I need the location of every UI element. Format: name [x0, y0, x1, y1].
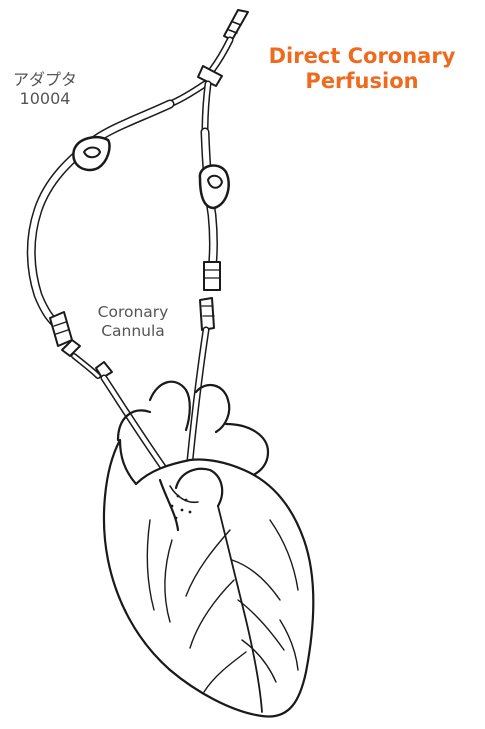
cannula-label: Coronary Cannula	[78, 303, 188, 340]
adapter-label-line-2: 10004	[0, 89, 90, 108]
right-clamp-icon	[200, 165, 229, 208]
adapter-label-line-1: アダプタ	[0, 70, 90, 89]
coronary-cannula-right	[190, 298, 214, 460]
right-tubing	[204, 132, 220, 290]
diagram-title: Direct Coronary Perfusion	[262, 44, 462, 94]
left-clamp-icon	[73, 137, 109, 170]
cannula-label-line-2: Cannula	[78, 322, 188, 341]
cannula-label-line-1: Coronary	[78, 303, 188, 322]
title-line-2: Perfusion	[262, 69, 462, 94]
title-line-1: Direct Coronary	[262, 44, 462, 69]
adapter-label: アダプタ 10004	[0, 70, 90, 108]
y-adapter	[170, 10, 248, 132]
